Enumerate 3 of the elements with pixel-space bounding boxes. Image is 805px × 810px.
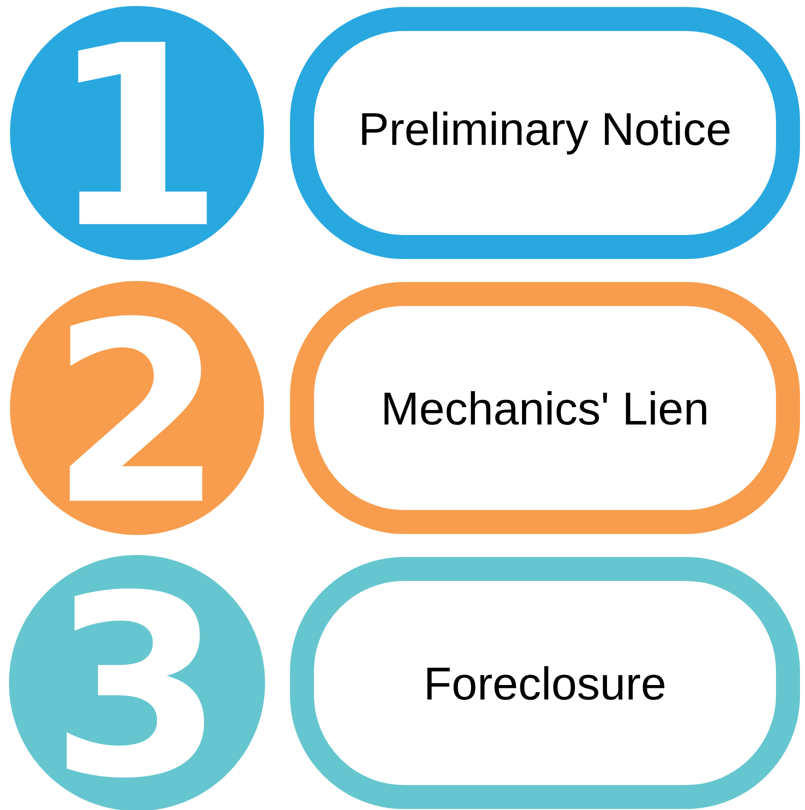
step-pill: Mechanics' Lien [290, 282, 800, 534]
step-pill: Foreclosure [290, 557, 800, 809]
step-pill: Preliminary Notice [290, 7, 800, 259]
